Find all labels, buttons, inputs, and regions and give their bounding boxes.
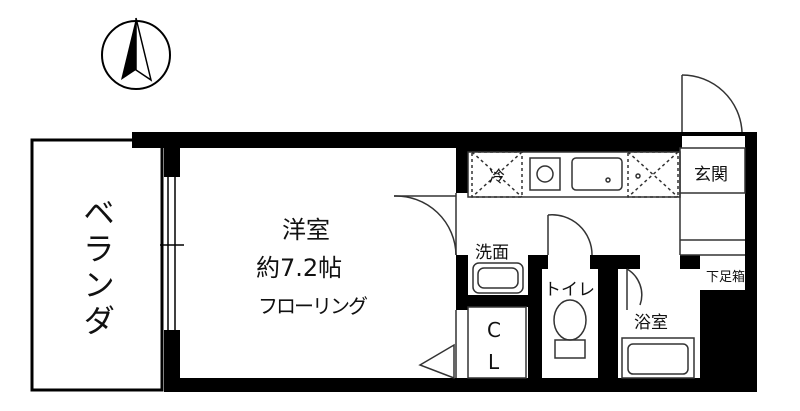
entrance-area xyxy=(679,74,746,256)
closet-l-label: L xyxy=(488,350,500,374)
entrance-label: 玄関 xyxy=(694,165,728,185)
room-area-label: 約7.2帖 xyxy=(256,254,343,282)
closet xyxy=(418,306,527,380)
bath-label: 浴室 xyxy=(634,313,668,333)
toilet-fixture xyxy=(547,214,593,359)
sliding-window xyxy=(160,177,184,330)
wash-basin xyxy=(472,262,524,294)
bath-fixture xyxy=(621,268,695,379)
flooring-label: フローリング xyxy=(258,294,368,318)
balcony-outline xyxy=(30,138,164,392)
room-door xyxy=(393,193,457,256)
closet-c-label: C xyxy=(487,318,501,342)
western-room-label: 洋室 xyxy=(282,216,330,244)
washroom-label: 洗面 xyxy=(475,243,509,263)
shoe-box-label: 下足箱 xyxy=(706,266,746,285)
north-arrow-icon xyxy=(101,17,171,90)
balcony-label: ベランダ xyxy=(78,196,116,340)
walls xyxy=(132,132,757,392)
toilet-label: トイレ xyxy=(544,280,595,300)
fridge-label: 冷 xyxy=(489,167,506,186)
